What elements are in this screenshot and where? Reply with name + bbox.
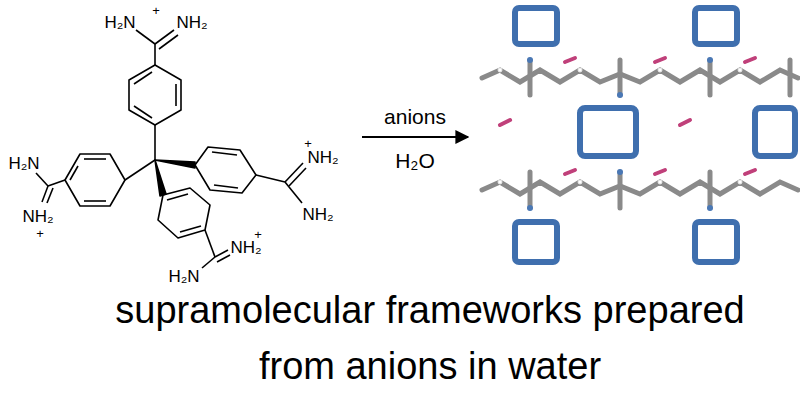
atom-label: NH₂ <box>230 239 261 256</box>
condition-label: H₂O <box>395 150 435 171</box>
atom-label: H₂N <box>168 268 199 285</box>
atom-label: H₂N <box>8 155 39 172</box>
atom-label: NH₂ <box>176 14 207 31</box>
reaction-arrow <box>362 136 468 138</box>
molecule-structure <box>36 30 306 268</box>
atom-label: + <box>152 4 160 17</box>
caption: supramolecular frameworks prepared from … <box>80 282 780 394</box>
atom-label: NH₂ <box>22 208 53 225</box>
atom-label: NH₂ <box>307 149 338 166</box>
atom-label: + <box>36 227 44 240</box>
crystal-structure <box>482 8 798 262</box>
atom-label: H₂N <box>104 14 135 31</box>
atom-label: NH₂ <box>302 206 333 223</box>
condition-label: anions <box>384 106 446 127</box>
